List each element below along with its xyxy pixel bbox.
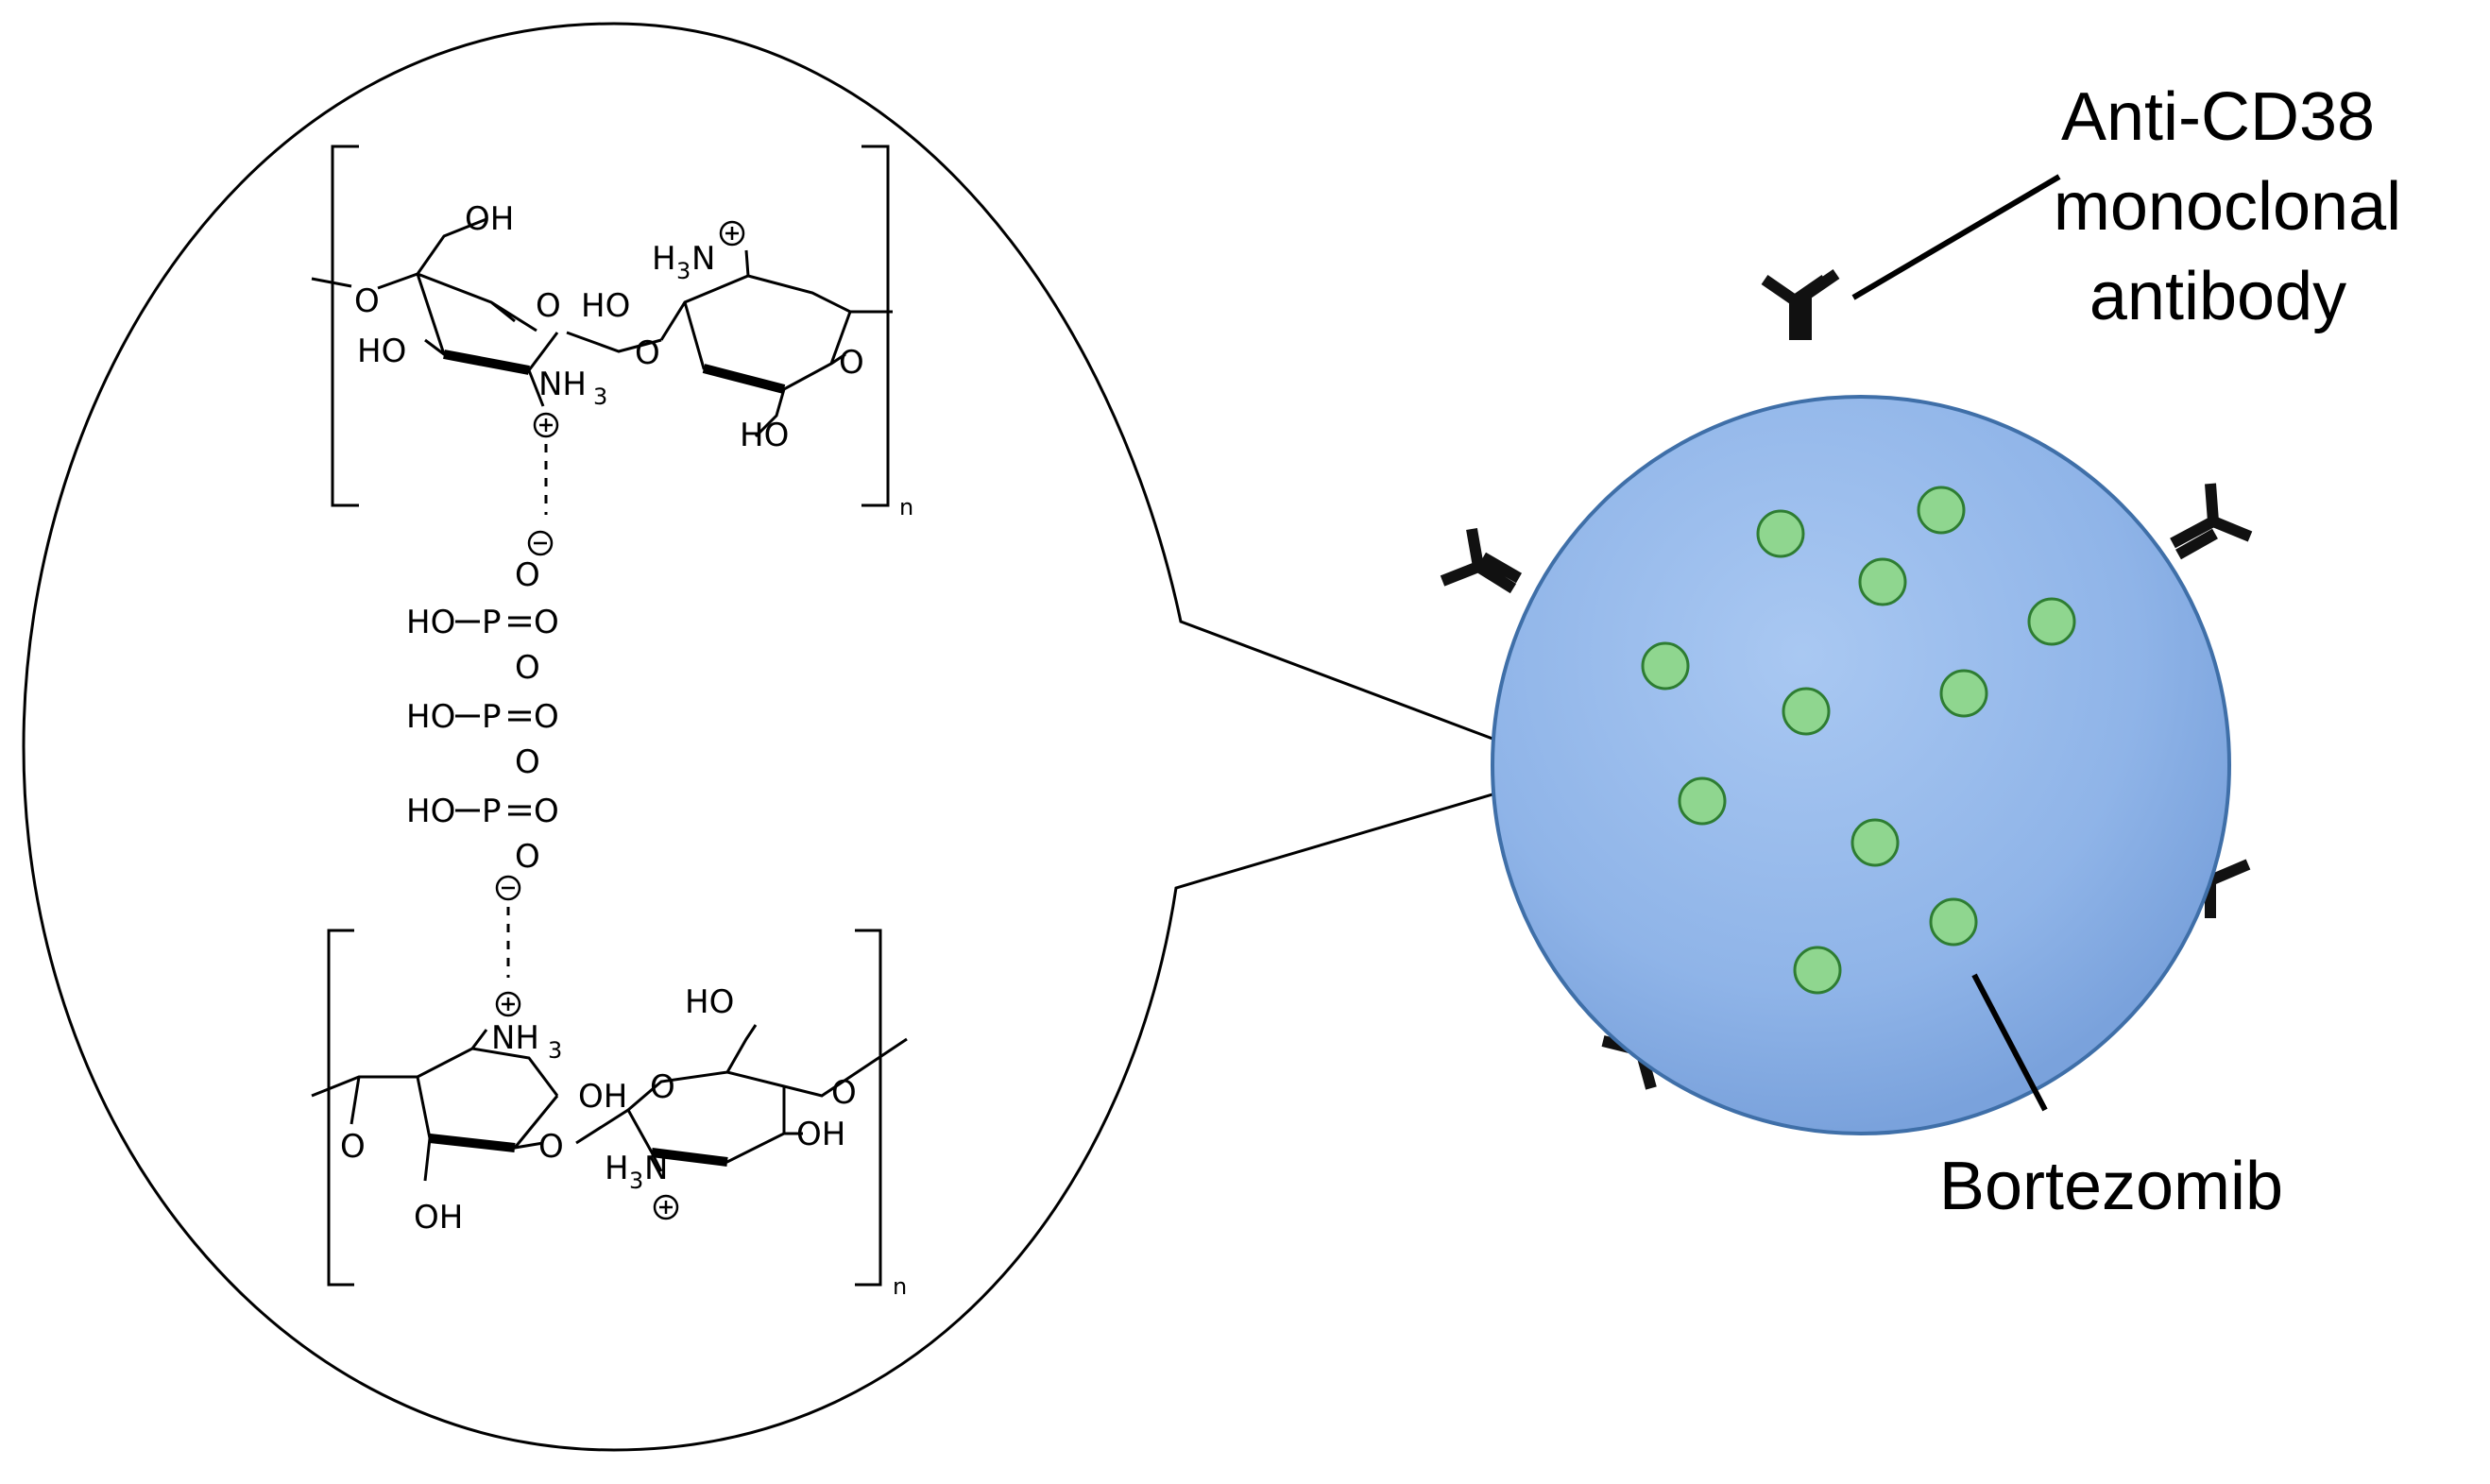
drug-dot	[1793, 946, 1842, 995]
nanoparticle	[1491, 395, 2231, 1135]
ho-label: HO	[685, 983, 734, 1021]
o-label: O	[534, 793, 559, 830]
drug-leader-line	[1971, 973, 2048, 1112]
antibody-label-line2: monoclonal	[2054, 169, 2401, 245]
drug-dot	[1782, 687, 1831, 736]
h-label: H	[652, 240, 676, 278]
right-bracket-top	[861, 145, 890, 507]
o-label: O	[515, 743, 540, 781]
ring-o-label: O	[340, 1128, 366, 1166]
ho-label: HO	[406, 793, 455, 830]
drug-dot	[1929, 897, 1978, 947]
antibody-icon	[1440, 527, 1523, 594]
ring-o-label: O	[839, 344, 864, 382]
nh-label: NH	[491, 1019, 539, 1057]
antibody-leader-line	[1851, 174, 2061, 300]
repeat-subscript-top: n	[899, 494, 913, 520]
chitosan-repeat-unit-bottom: n NH 3 OH HO O O O O OH H 3 N OH	[311, 929, 908, 1300]
n-label: N	[691, 240, 715, 278]
subscript-3: 3	[548, 1037, 562, 1064]
o-label: O	[534, 698, 559, 736]
ring-o-label: O	[650, 1068, 675, 1106]
ring4-front-bond	[651, 1148, 728, 1167]
n-label: N	[644, 1150, 668, 1187]
bortezomib-dots	[1641, 486, 2076, 995]
tripolyphosphate-linker: O HO P O O HO P O O HO P O O	[406, 444, 559, 978]
antibody-icon	[1761, 269, 1840, 340]
drug-dot	[1939, 669, 1988, 718]
ho-label: HO	[357, 333, 406, 370]
phosphorus-label: P	[482, 698, 502, 736]
ring-o-label: O	[536, 287, 561, 325]
left-bracket-top	[331, 145, 359, 507]
glycosidic-o-label: O	[831, 1074, 857, 1112]
oh-label: OH	[796, 1116, 845, 1153]
nh-label: NH	[538, 366, 587, 403]
plus-charge	[653, 1194, 679, 1220]
drug-dot	[1678, 776, 1727, 826]
antibody-label-line1: Anti-CD38	[2061, 79, 2375, 155]
drug-dot	[1641, 641, 1690, 691]
oh-label: OH	[578, 1078, 627, 1116]
drug-dot	[1756, 509, 1805, 558]
plus-charge	[719, 220, 745, 247]
ho-label: HO	[740, 417, 789, 454]
subscript-3: 3	[629, 1168, 643, 1194]
ring1-front-bond	[443, 350, 530, 375]
phosphorus-label: P	[482, 604, 502, 641]
ho-label: HO	[406, 604, 455, 641]
o-label: O	[534, 604, 559, 641]
ho-label: HO	[581, 287, 630, 325]
oh-label: OH	[414, 1199, 463, 1237]
o-label: O	[354, 282, 380, 320]
ring3-front-bond	[429, 1134, 516, 1152]
o-label: O	[515, 838, 540, 876]
o-label: O	[515, 649, 540, 687]
drug-dot	[1858, 557, 1907, 606]
right-bracket-bottom	[855, 929, 882, 1287]
plus-charge	[533, 412, 559, 438]
repeat-subscript-bottom: n	[893, 1273, 907, 1300]
drug-dot	[1917, 486, 1966, 535]
minus-charge	[495, 875, 521, 901]
zoom-callout-bubble	[22, 22, 1580, 1452]
subscript-3: 3	[676, 258, 691, 284]
ring2-front-bond	[702, 364, 786, 394]
o-label: O	[515, 556, 540, 594]
antibody-icon	[2170, 483, 2253, 560]
ho-label: HO	[406, 698, 455, 736]
antibody-label-line3: antibody	[2089, 259, 2346, 334]
subscript-3: 3	[593, 384, 607, 410]
oh-label: OH	[465, 200, 514, 238]
left-bracket-bottom	[327, 929, 354, 1287]
drug-dot	[1850, 818, 1900, 867]
plus-charge	[495, 991, 521, 1017]
drug-dot	[2027, 597, 2076, 646]
h-label: H	[605, 1150, 629, 1187]
glycosidic-o-label: O	[635, 334, 660, 372]
glycosidic-o-label: O	[538, 1128, 564, 1166]
bortezomib-label: Bortezomib	[1939, 1149, 2283, 1224]
chitosan-repeat-unit-top: n O OH O HO HO O NH 3 H 3 N O HO	[311, 145, 913, 520]
minus-charge	[527, 530, 554, 556]
phosphorus-label: P	[482, 793, 502, 830]
